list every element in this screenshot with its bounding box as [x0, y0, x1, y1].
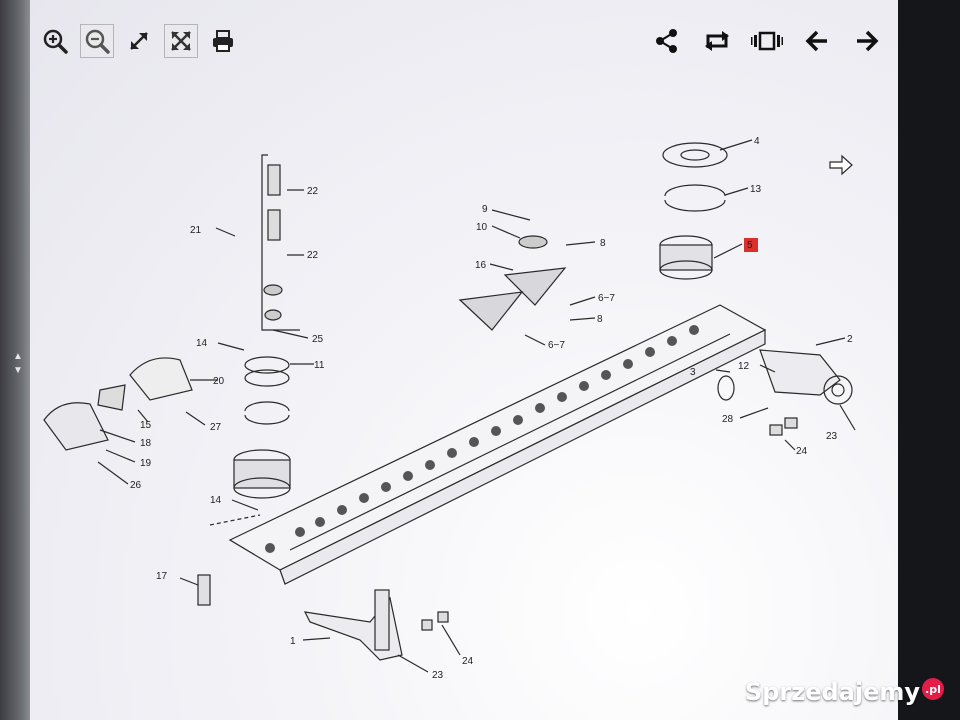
swap-icon [705, 31, 729, 51]
label-3: 3 [690, 367, 696, 378]
zoom-out-button[interactable] [80, 24, 114, 58]
label-4: 4 [754, 136, 760, 147]
monitor-bezel [898, 0, 960, 720]
label-18: 18 [140, 438, 152, 449]
arrow-right-icon [857, 30, 879, 52]
label-1: 1 [290, 636, 296, 647]
label-6-7a: 6−7 [598, 293, 615, 304]
watermark-logo: Sprzedajemy .pl [745, 678, 944, 706]
label-22a: 22 [307, 186, 319, 197]
forward-button[interactable] [850, 24, 884, 58]
rotate-button[interactable] [700, 24, 734, 58]
toolbar-left [38, 24, 240, 58]
side-collapse-icon[interactable]: ▲▼ [13, 351, 23, 376]
label-27: 27 [210, 422, 222, 433]
gear-holes [265, 325, 699, 553]
label-22b: 22 [307, 250, 319, 261]
viewer-screen: 1 2 3 4 5 8 8 9 10 11 12 13 14 14 15 16 … [30, 0, 898, 720]
filmstrip-icon [751, 31, 783, 51]
label-14b: 14 [210, 495, 222, 506]
label-19: 19 [140, 458, 152, 469]
arrow-left-icon [805, 30, 827, 52]
label-23b: 23 [432, 670, 444, 681]
watermark-brand: Sprzedajemy [744, 678, 920, 706]
label-21: 21 [190, 225, 202, 236]
label-6-7b: 6−7 [548, 340, 565, 351]
highlighted-part-5-box [744, 238, 758, 252]
label-24b: 24 [462, 656, 474, 667]
label-10: 10 [476, 222, 488, 233]
label-15: 15 [140, 420, 152, 431]
toolbar-right [650, 24, 884, 58]
label-28: 28 [722, 414, 734, 425]
zoom-in-icon [43, 29, 68, 54]
label-11: 11 [314, 360, 325, 371]
left-window-edge: ▲▼ [0, 0, 30, 720]
label-2: 2 [847, 334, 853, 345]
label-16: 16 [475, 260, 487, 271]
share-icon [656, 29, 677, 53]
label-25: 25 [312, 334, 324, 345]
printer-icon [213, 30, 233, 52]
fit-screen-button[interactable] [164, 24, 198, 58]
cutter-bar [228, 304, 767, 571]
label-12: 12 [738, 361, 750, 372]
zoom-out-icon [85, 29, 110, 54]
label-17: 17 [156, 571, 168, 582]
label-13: 13 [750, 184, 762, 195]
label-14a: 14 [196, 338, 208, 349]
label-26: 26 [130, 480, 142, 491]
label-8a: 8 [600, 238, 606, 249]
share-button[interactable] [650, 24, 684, 58]
label-8b: 8 [597, 314, 603, 325]
filmstrip-button[interactable] [750, 24, 784, 58]
label-20: 20 [213, 376, 225, 387]
expand-button[interactable] [122, 24, 156, 58]
expand-arrows-icon [130, 32, 148, 50]
parts-diagram: 1 2 3 4 5 8 8 9 10 11 12 13 14 14 15 16 … [43, 136, 856, 681]
back-button[interactable] [800, 24, 834, 58]
label-23a: 23 [826, 431, 838, 442]
print-button[interactable] [206, 24, 240, 58]
zoom-in-button[interactable] [38, 24, 72, 58]
label-5: 5 [747, 240, 753, 251]
label-24a: 24 [796, 446, 808, 457]
watermark-tld: .pl [922, 678, 944, 700]
label-9: 9 [482, 204, 488, 215]
fit-screen-icon [171, 31, 191, 51]
